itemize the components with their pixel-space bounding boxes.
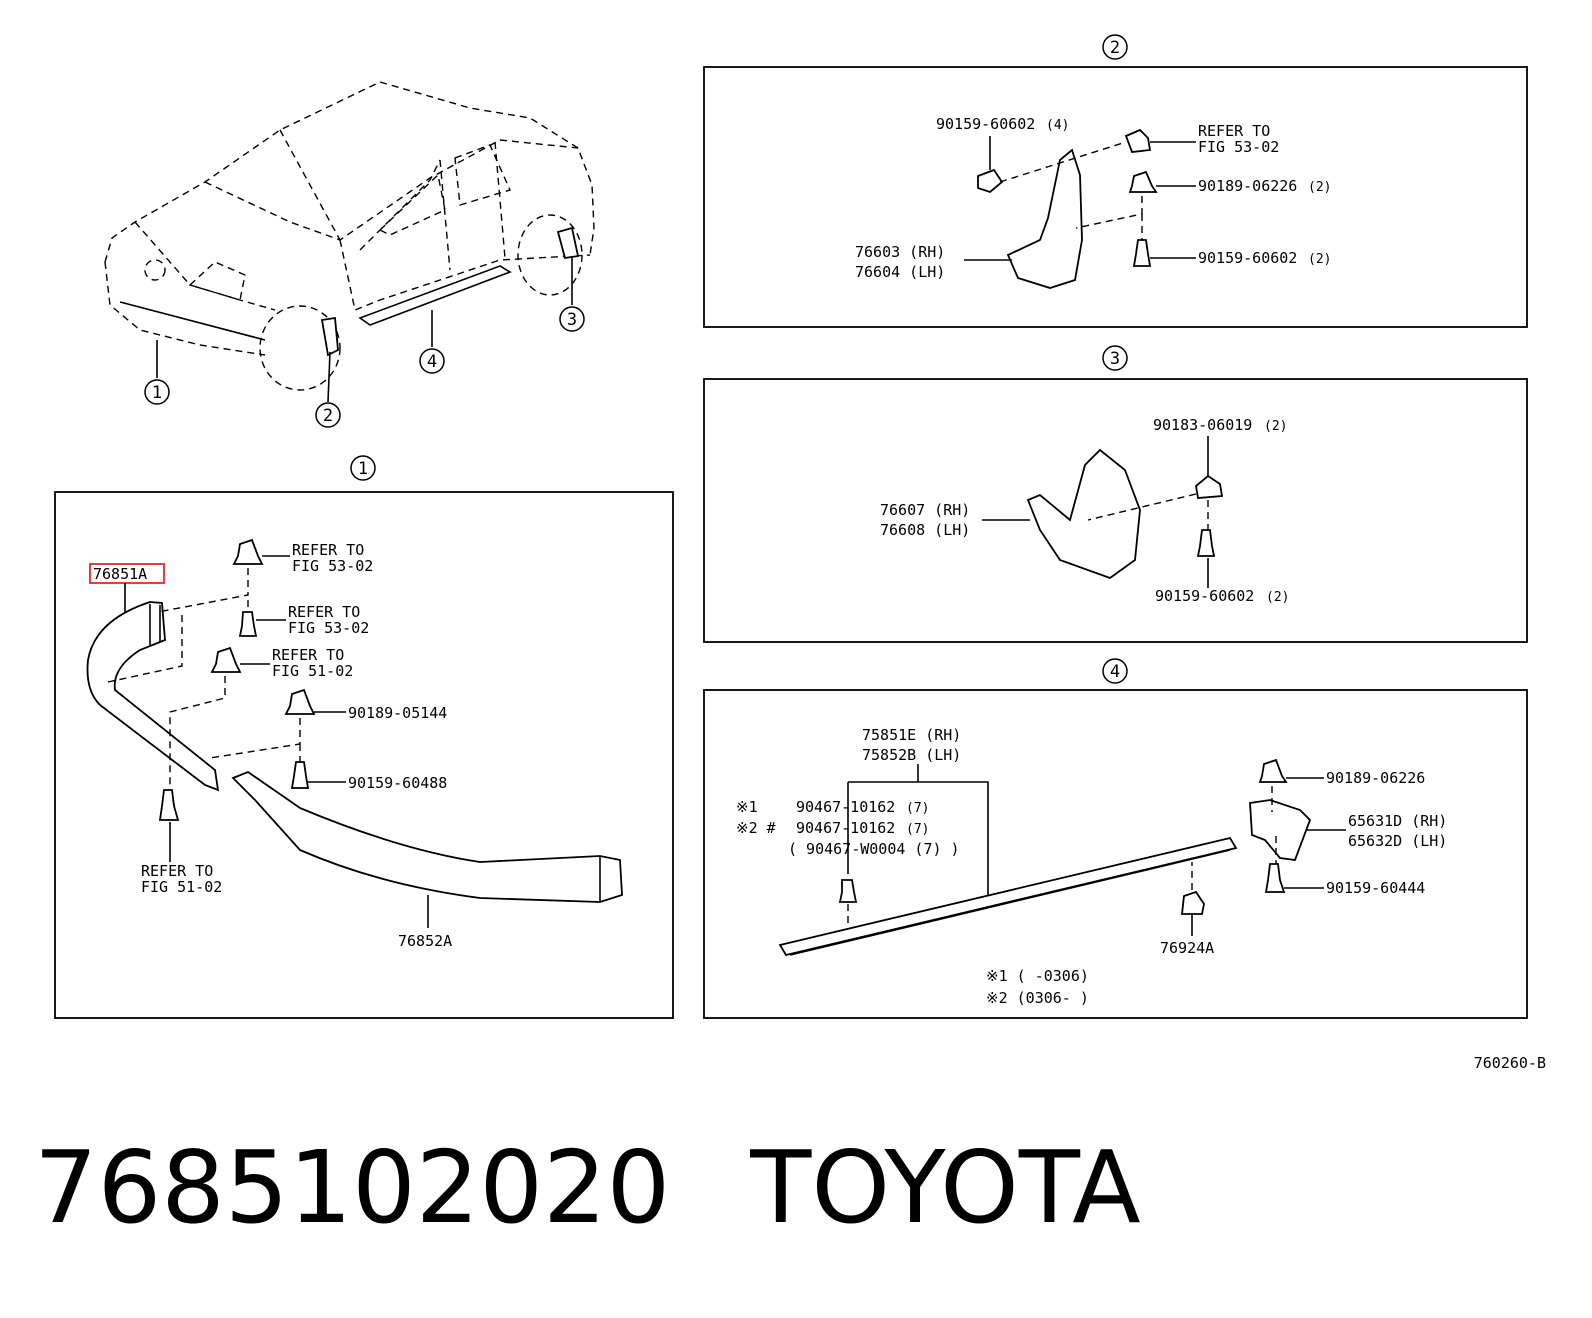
svg-text:76608 (LH): 76608 (LH) [880,521,970,539]
panel-4-frame [703,689,1528,1019]
svg-text:90159-60444: 90159-60444 [1326,879,1425,897]
svg-text:(2): (2) [1266,590,1289,605]
car-overview [104,81,595,391]
svg-text:65631D (RH): 65631D (RH) [1348,812,1447,830]
svg-text:(7): (7) [906,801,929,816]
svg-text:65632D (LH): 65632D (LH) [1348,832,1447,850]
svg-text:90183-06019: 90183-06019 [1153,416,1252,434]
svg-text:90189-06226: 90189-06226 [1326,769,1425,787]
svg-text:2: 2 [323,406,333,426]
callout-1-car: 1 [144,379,170,405]
svg-text:REFER TO: REFER TO [292,541,364,559]
svg-text:4: 4 [427,352,437,372]
svg-text:76924A: 76924A [1160,939,1214,957]
svg-text:90159-60602: 90159-60602 [936,115,1035,133]
svg-text:76604 (LH): 76604 (LH) [855,263,945,281]
spoiler-left-piece [86,601,220,792]
part-76851A-highlight[interactable]: 76851A [89,563,165,584]
brand-name: TOYOTA [750,1129,1141,1246]
svg-text:90189-06226: 90189-06226 [1198,177,1297,195]
svg-text:REFER TO: REFER TO [141,862,213,880]
svg-text:FIG 53-02: FIG 53-02 [288,619,369,637]
callout-3-car: 3 [559,306,585,332]
svg-text:※2 (0306- ): ※2 (0306- ) [986,989,1089,1007]
svg-text:( 90467-W0004 (7) ): ( 90467-W0004 (7) ) [788,840,960,858]
svg-text:FIG 51-02: FIG 51-02 [141,878,222,896]
svg-text:(7): (7) [906,822,929,837]
svg-text:90467-10162: 90467-10162 [796,819,895,837]
spoiler-right-piece [231,770,623,903]
part-number: 7685102020 [34,1129,671,1246]
svg-text:※2 #: ※2 # [736,819,776,837]
callout-2-car: 2 [315,402,341,428]
svg-text:90159-60602: 90159-60602 [1155,587,1254,605]
panel-3-frame [703,378,1528,643]
mudguard-65631D [1249,799,1312,861]
svg-text:76851A: 76851A [93,565,147,583]
panel-3-header: 3 [1102,345,1128,371]
svg-text:90159-60488: 90159-60488 [348,774,447,792]
svg-text:2: 2 [1110,38,1120,58]
rocker-moulding [778,836,1238,957]
svg-text:76607 (RH): 76607 (RH) [880,501,970,519]
svg-text:(2): (2) [1264,419,1287,434]
svg-text:REFER TO: REFER TO [288,603,360,621]
svg-text:※1 ( -0306): ※1 ( -0306) [986,967,1089,985]
panel-2-header: 2 [1102,34,1128,60]
panel-4-header: 4 [1102,658,1128,684]
parts-diagram: 1 2 4 3 1 76851A REFER TO FIG 5 [54,34,1546,1072]
svg-text:3: 3 [1110,349,1120,369]
mudguard-rear [1026,448,1141,580]
svg-text:75851E (RH): 75851E (RH) [862,726,961,744]
svg-text:1: 1 [358,459,368,479]
svg-text:(2): (2) [1308,252,1331,267]
svg-text:(2): (2) [1308,180,1331,195]
svg-text:FIG 53-02: FIG 53-02 [292,557,373,575]
svg-text:76852A: 76852A [398,932,452,950]
panel-1-header: 1 [350,455,376,481]
callout-4-car: 4 [419,348,445,374]
svg-text:75852B (LH): 75852B (LH) [862,746,961,764]
svg-text:4: 4 [1110,662,1120,682]
svg-text:FIG 53-02: FIG 53-02 [1198,138,1279,156]
svg-text:76603 (RH): 76603 (RH) [855,243,945,261]
mudguard-front [1006,148,1083,289]
svg-text:REFER TO: REFER TO [272,646,344,664]
svg-text:※1: ※1 [736,798,758,816]
figure-code: 760260-B [1474,1054,1546,1072]
svg-text:90189-05144: 90189-05144 [348,704,447,722]
panel-1-frame [54,491,674,1019]
svg-text:90467-10162: 90467-10162 [796,798,895,816]
svg-text:REFER TO: REFER TO [1198,122,1270,140]
panel-2-frame [703,66,1528,328]
svg-text:1: 1 [152,383,162,403]
svg-text:(4): (4) [1046,118,1069,133]
caption: 7685102020 TOYOTA [34,1128,1141,1248]
svg-text:FIG 51-02: FIG 51-02 [272,662,353,680]
svg-text:90159-60602: 90159-60602 [1198,249,1297,267]
svg-text:3: 3 [567,310,577,330]
